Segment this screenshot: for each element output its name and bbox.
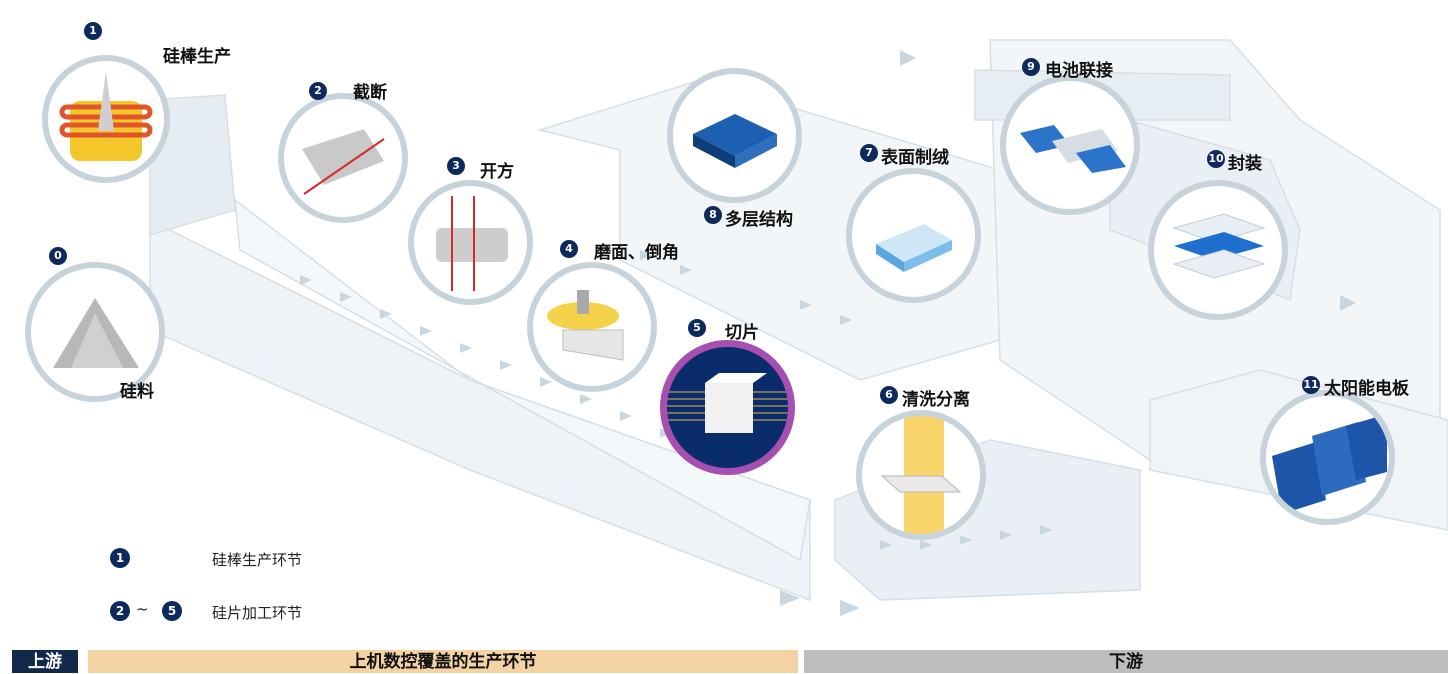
step-8-circle bbox=[667, 68, 802, 203]
step-0-label: 硅料 bbox=[120, 382, 154, 402]
step-7-circle bbox=[846, 168, 981, 303]
step-10-circle bbox=[1148, 180, 1288, 320]
texturing-icon bbox=[876, 224, 952, 272]
legend-2-separator: ~ bbox=[136, 600, 149, 618]
coverage-bar: 上机数控覆盖的生产环节 bbox=[88, 650, 798, 673]
multilayer-icon bbox=[693, 114, 777, 168]
encapsulation-icon bbox=[1172, 213, 1266, 279]
step-9-number: 9 bbox=[1022, 58, 1040, 76]
step-5-circle bbox=[660, 340, 795, 475]
legend-2-text: 硅片加工环节 bbox=[212, 604, 303, 622]
wafer-slicing-icon bbox=[667, 373, 788, 433]
step-7-number: 7 bbox=[860, 144, 878, 162]
step-7-label: 表面制绒 bbox=[881, 148, 949, 168]
solar-panels-icon bbox=[1272, 414, 1387, 514]
silicon-pile-icon bbox=[53, 298, 139, 368]
step-2-circle bbox=[278, 93, 408, 223]
ingot-cutting-icon bbox=[302, 129, 385, 195]
step-1-circle bbox=[42, 55, 170, 183]
step-4-circle bbox=[527, 262, 657, 392]
cleaning-icon bbox=[880, 416, 962, 534]
step-9-circle bbox=[1000, 75, 1140, 215]
upstream-bar: 上游 bbox=[12, 650, 78, 673]
step-0-circle bbox=[25, 262, 165, 402]
downstream-bar: 下游 bbox=[804, 650, 1448, 673]
step-3-number: 3 bbox=[447, 157, 465, 175]
step-6-label: 清洗分离 bbox=[902, 390, 970, 410]
crystal-furnace-icon bbox=[59, 71, 153, 161]
step-2-number: 2 bbox=[309, 82, 327, 100]
step-1-label: 硅棒生产 bbox=[163, 47, 231, 67]
step-3-label: 开方 bbox=[480, 162, 514, 182]
step-6-circle bbox=[856, 410, 986, 540]
step-11-number: 11 bbox=[1302, 376, 1320, 394]
step-4-label: 磨面、倒角 bbox=[594, 243, 679, 263]
step-10-number: 10 bbox=[1207, 150, 1225, 168]
step-8-number: 8 bbox=[704, 206, 722, 224]
step-9-label: 电池联接 bbox=[1045, 61, 1113, 81]
step-5-number: 5 bbox=[688, 319, 706, 337]
step-1-number: 1 bbox=[84, 22, 102, 40]
step-0-number: 0 bbox=[49, 247, 67, 265]
step-8-label: 多层结构 bbox=[725, 210, 793, 230]
legend-2-to-number: 5 bbox=[162, 601, 182, 621]
step-2-label: 截断 bbox=[353, 83, 387, 103]
grinding-icon bbox=[547, 290, 624, 361]
cell-interconnect-icon bbox=[1020, 125, 1126, 173]
step-6-number: 6 bbox=[880, 386, 898, 404]
legend-1-text: 硅棒生产环节 bbox=[212, 551, 303, 569]
step-11-label: 太阳能电板 bbox=[1324, 379, 1409, 399]
legend-1-number: 1 bbox=[110, 548, 130, 568]
step-5-label: 切片 bbox=[725, 323, 759, 343]
step-10-label: 封装 bbox=[1228, 154, 1262, 174]
step-3-circle bbox=[408, 180, 533, 305]
step-11-circle bbox=[1260, 390, 1395, 525]
legend-2-from-number: 2 bbox=[110, 601, 130, 621]
squaring-icon bbox=[436, 196, 508, 291]
step-4-number: 4 bbox=[560, 240, 578, 258]
